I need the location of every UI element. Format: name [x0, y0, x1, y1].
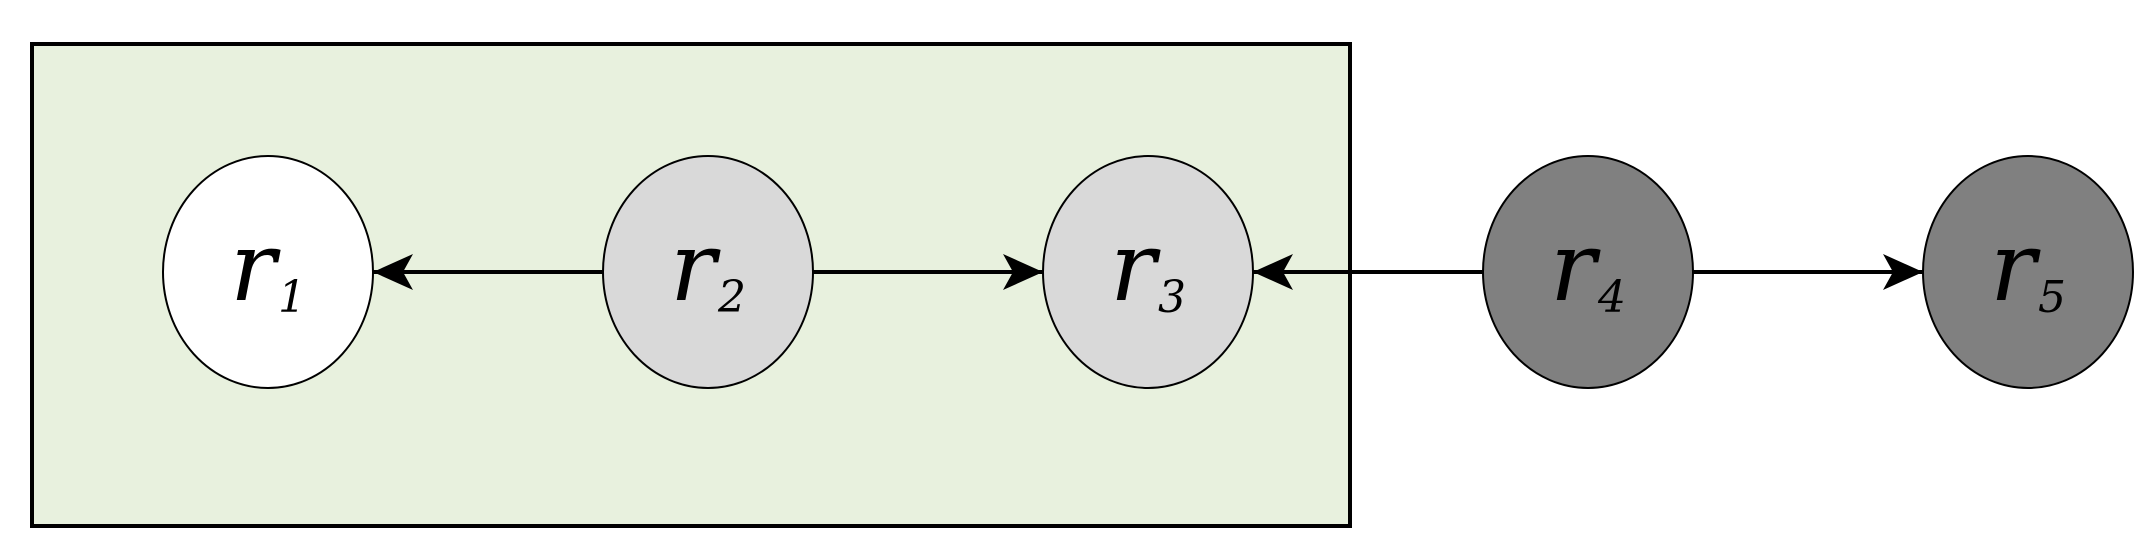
- node-r3-label: r3: [1110, 211, 1186, 323]
- node-r4-shape: [1482, 155, 1694, 389]
- node-r3: r3: [1042, 155, 1254, 389]
- node-r4-label: r4: [1550, 211, 1626, 323]
- node-r3-subscript: 3: [1158, 272, 1186, 323]
- node-r4-subscript: 4: [1597, 272, 1626, 323]
- node-r2-letter: r: [670, 211, 721, 323]
- node-r3-letter: r: [1110, 211, 1161, 323]
- node-r5-letter: r: [1990, 211, 2041, 323]
- node-r3-shape: [1042, 155, 1254, 389]
- node-r1-letter: r: [230, 211, 281, 323]
- node-r2-label: r2: [670, 211, 746, 323]
- node-r5: r5: [1922, 155, 2134, 389]
- node-r5-label: r5: [1990, 211, 2066, 323]
- node-r4-letter: r: [1550, 211, 1601, 323]
- node-r1: r1: [162, 155, 374, 389]
- node-r1-label: r1: [230, 211, 306, 323]
- node-r5-shape: [1922, 155, 2134, 389]
- node-r2-shape: [602, 155, 814, 389]
- node-r2: r2: [602, 155, 814, 389]
- node-r4: r4: [1482, 155, 1694, 389]
- node-r1-subscript: 1: [278, 272, 306, 323]
- node-r5-subscript: 5: [2038, 272, 2066, 323]
- node-r1-shape: [162, 155, 374, 389]
- node-r2-subscript: 2: [717, 272, 746, 323]
